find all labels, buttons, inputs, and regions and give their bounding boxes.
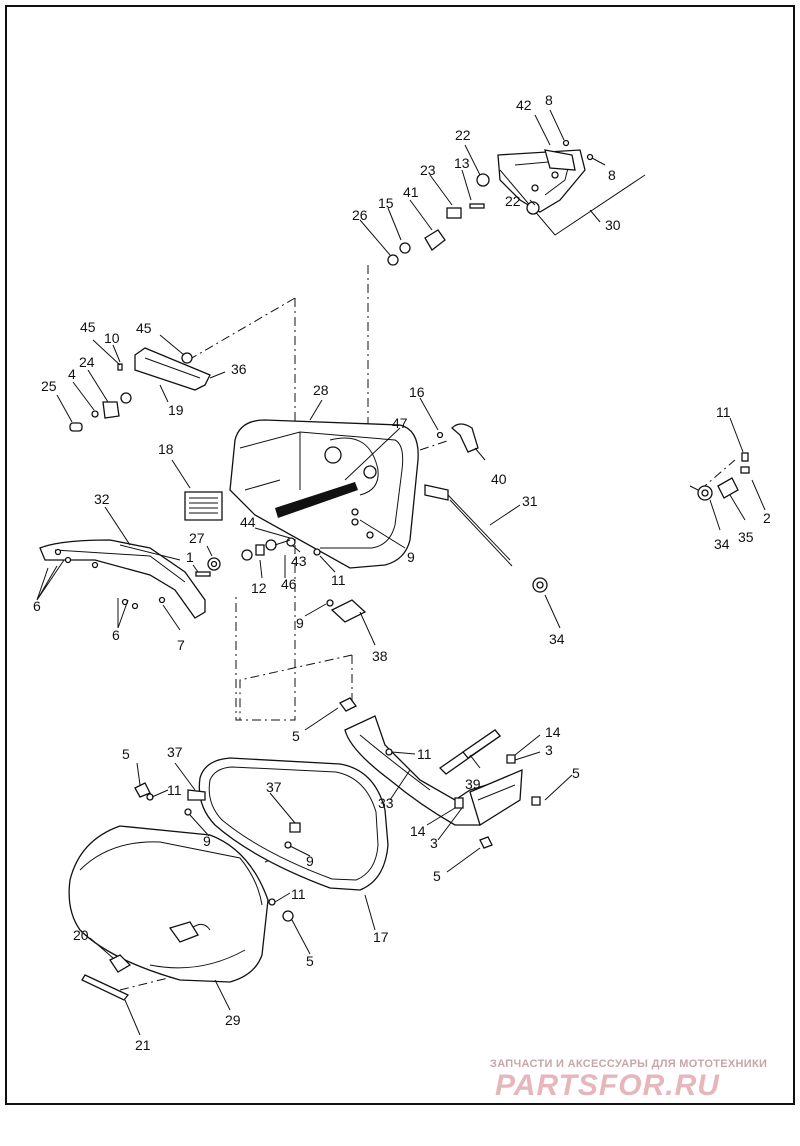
callout-45-left: 45: [80, 319, 96, 335]
callout-20: 20: [73, 927, 89, 943]
watermark-logo: PARTSFOR.RU: [495, 1069, 720, 1102]
callout-42: 42: [516, 97, 532, 113]
callout-27: 27: [189, 530, 205, 546]
hinge-hardware-part: [697, 452, 750, 501]
callout-9-lid: 9: [203, 833, 211, 849]
callout-8-top: 8: [545, 92, 553, 108]
callout-44: 44: [240, 514, 256, 530]
callout-18: 18: [158, 441, 174, 457]
callout-2: 2: [763, 510, 771, 526]
callout-5-lid: 5: [122, 746, 130, 762]
callout-32: 32: [94, 491, 110, 507]
callout-3-top: 3: [545, 742, 553, 758]
callout-12: 12: [251, 580, 267, 596]
callout-5-lower: 5: [306, 953, 314, 969]
callout-14-top: 14: [545, 724, 561, 740]
callout-9-mount: 9: [296, 615, 304, 631]
callout-31: 31: [522, 493, 538, 509]
callout-26: 26: [352, 207, 368, 223]
callout-37-seal: 37: [266, 779, 282, 795]
rod-part: [424, 484, 548, 593]
callout-45-right: 45: [136, 320, 152, 336]
callout-35: 35: [738, 529, 754, 545]
callout-11-lid: 11: [167, 782, 182, 798]
callout-34-left: 34: [549, 631, 565, 647]
callout-30: 30: [605, 217, 621, 233]
callout-5-bottom: 5: [433, 868, 441, 884]
callout-36: 36: [231, 361, 247, 377]
gas-strut-part: [438, 729, 501, 775]
callout-8-right: 8: [608, 167, 616, 183]
callout-16: 16: [409, 384, 425, 400]
callout-22-top: 22: [455, 127, 471, 143]
watermark-tagline: ЗАПЧАСТИ И АКСЕССУАРЫ ДЛЯ МОТОТЕХНИКИ: [490, 1058, 767, 1070]
callout-22-bottom: 22: [505, 193, 521, 209]
case-body-part: [229, 419, 419, 569]
panel-part: [39, 539, 206, 619]
callout-11-bracket: 11: [417, 746, 432, 762]
callout-labels: 42 8 22 8 23 13 41 15 26 22 30 45 10 45 …: [33, 92, 771, 1053]
callout-41: 41: [403, 184, 419, 200]
callout-29: 29: [225, 1012, 241, 1028]
callout-19: 19: [168, 402, 184, 418]
small-hardware: [54, 139, 594, 1001]
watermark: ЗАПЧАСТИ И АКСЕССУАРЫ ДЛЯ МОТОТЕХНИКИ PA…: [490, 1058, 767, 1102]
callout-25: 25: [41, 378, 57, 394]
callout-46: 46: [281, 576, 297, 592]
callout-11-right: 11: [716, 404, 731, 420]
lid-part: [68, 825, 269, 983]
callout-33: 33: [378, 795, 394, 811]
mount-bracket-part: [330, 599, 367, 623]
callout-11-lower: 11: [291, 886, 306, 902]
callout-7: 7: [177, 637, 185, 653]
callout-23: 23: [420, 162, 436, 178]
callout-34-right: 34: [714, 536, 730, 552]
callout-1: 1: [186, 549, 194, 565]
callout-3-bottom: 3: [430, 835, 438, 851]
bracket-part: [344, 715, 523, 827]
callout-47: 47: [392, 415, 408, 431]
callout-28: 28: [313, 382, 329, 398]
callout-24: 24: [79, 354, 95, 370]
callout-38: 38: [372, 648, 388, 664]
callout-11-body: 11: [331, 572, 346, 588]
handle-part: [451, 423, 479, 453]
callout-6-bottom: 6: [112, 627, 120, 643]
callout-40: 40: [491, 471, 507, 487]
callout-21: 21: [135, 1037, 151, 1053]
callout-13: 13: [454, 155, 470, 171]
callout-14-bottom: 14: [410, 823, 426, 839]
callout-37-lid: 37: [167, 744, 183, 760]
callout-39: 39: [465, 776, 481, 792]
callout-15: 15: [378, 195, 394, 211]
callout-6-top: 6: [33, 598, 41, 614]
light-bar-part: [134, 347, 211, 391]
latch-plate-part: [497, 149, 646, 236]
callout-4: 4: [68, 366, 76, 382]
callout-17: 17: [373, 929, 389, 945]
callout-5-bracket: 5: [292, 728, 300, 744]
callout-43: 43: [291, 553, 307, 569]
callout-5-right: 5: [572, 765, 580, 781]
callout-9-body: 9: [407, 549, 415, 565]
callout-10: 10: [104, 330, 120, 346]
callout-9-seal: 9: [306, 853, 314, 869]
warning-label-part: [184, 491, 223, 521]
diagram-border: [5, 5, 795, 1105]
leader-lines: [36, 109, 766, 1036]
